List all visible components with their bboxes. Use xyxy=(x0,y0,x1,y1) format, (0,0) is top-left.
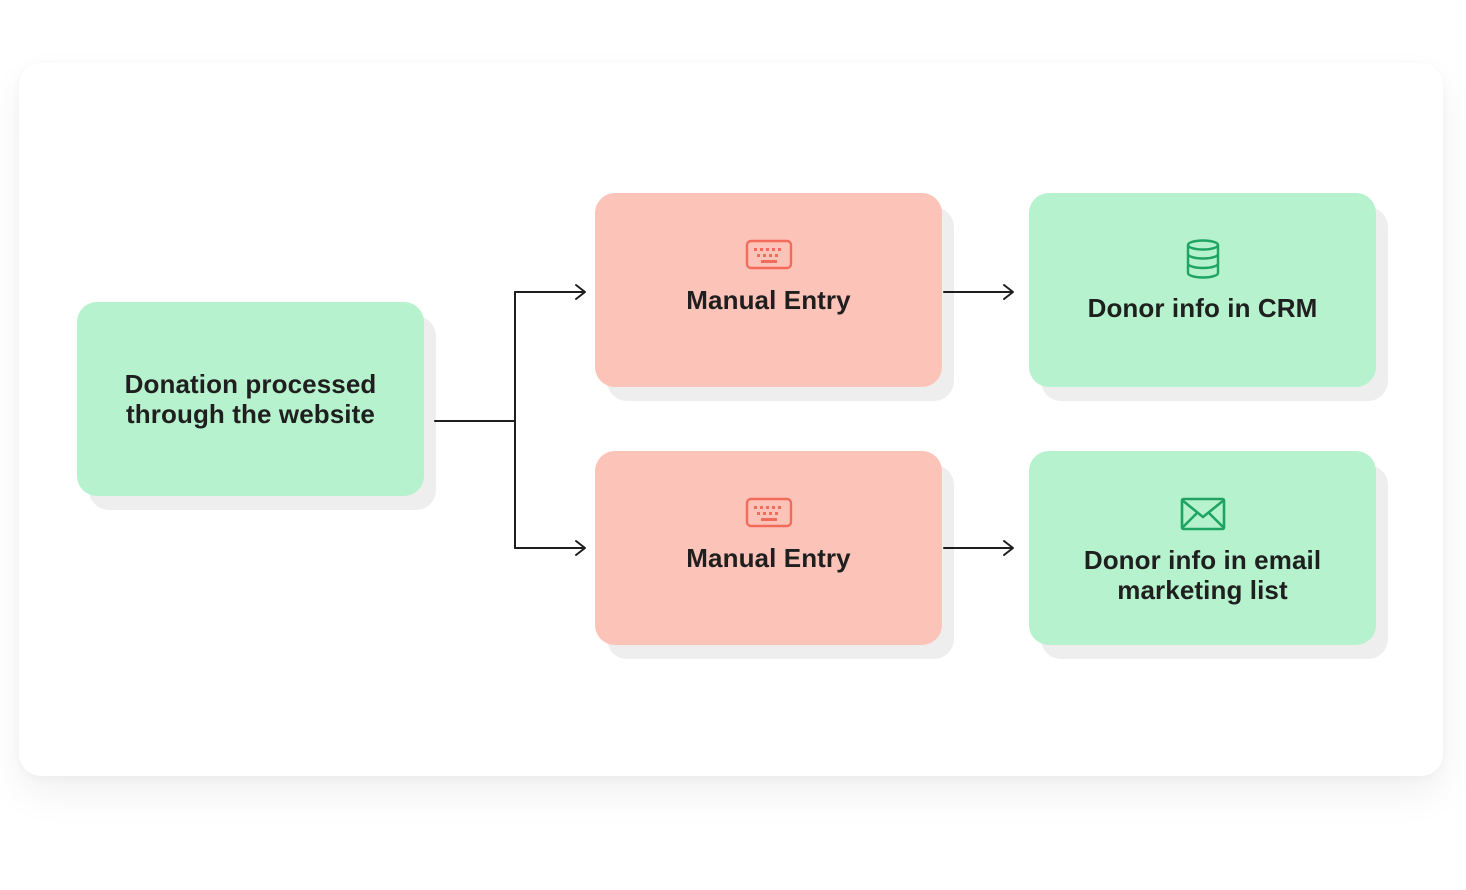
node-donor-info-email-list: Donor info in email marketing list xyxy=(1029,451,1376,645)
label-line-2: marketing list xyxy=(1117,575,1288,605)
database-icon xyxy=(1186,239,1219,279)
keyboard-icon xyxy=(745,239,792,270)
node-donor-info-crm-label: Donor info in CRM xyxy=(1088,293,1318,323)
node-donor-info-crm: Donor info in CRM xyxy=(1029,193,1376,387)
node-manual-entry-1-label: Manual Entry xyxy=(686,285,851,315)
label-line-1: Donor info in email xyxy=(1083,545,1322,575)
node-manual-entry-2: Manual Entry xyxy=(595,451,942,645)
node-donation-processed: Donation processed through the website xyxy=(77,302,424,496)
node-donor-info-email-list-label: Donor info in email marketing list xyxy=(1084,545,1321,605)
label-line-2: through the website xyxy=(126,399,375,429)
node-manual-entry-2-label: Manual Entry xyxy=(686,543,851,573)
envelope-icon xyxy=(1180,497,1225,531)
keyboard-icon xyxy=(745,497,792,528)
label-line-1: Donor info in CRM xyxy=(1087,293,1318,323)
node-donation-processed-label: Donation processed through the website xyxy=(125,369,377,429)
label-line-1: Donation processed xyxy=(124,369,377,399)
node-manual-entry-1: Manual Entry xyxy=(595,193,942,387)
